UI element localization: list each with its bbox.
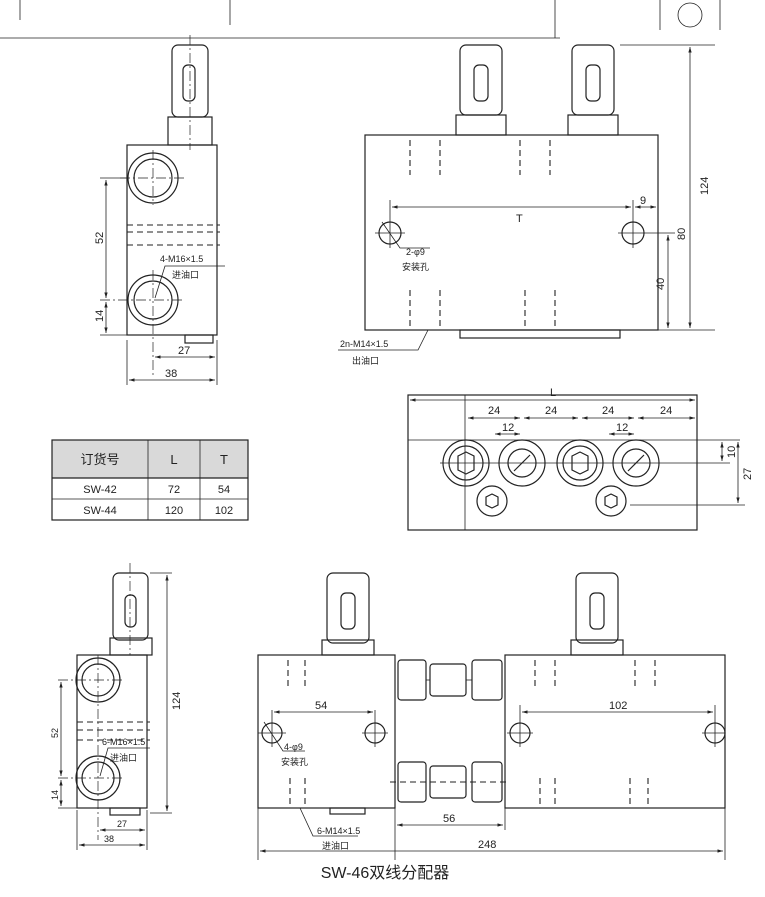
dim-left-spacing: 54 xyxy=(315,700,327,712)
side-view-single: 52 14 27 38 4-M16×1.5 进油口 xyxy=(94,35,225,385)
figure-caption: SW-46双线分配器 xyxy=(321,864,450,882)
port-name: 进油口 xyxy=(110,752,137,763)
dim-pitch-4: 24 xyxy=(660,405,672,417)
port-label: 6-M16×1.5 xyxy=(102,737,145,747)
order-table: 订货号 L T SW-42 72 54 SW-44 120 102 xyxy=(51,439,249,521)
hole-label: 2-φ9 xyxy=(406,247,425,257)
table-cell: 54 xyxy=(218,484,230,496)
side-view-double: 124 52 14 27 38 6-M16×1.5 进油口 xyxy=(50,563,183,850)
inlet-name: 进油口 xyxy=(322,840,349,851)
port-name: 进油口 xyxy=(172,269,199,280)
dim-pitch-1: 24 xyxy=(488,405,500,417)
table-cell: 120 xyxy=(165,505,183,517)
table-cell: 72 xyxy=(168,484,180,496)
dim-bottom: 14 xyxy=(50,790,60,800)
connector-upper xyxy=(397,659,503,701)
table-header-L: L xyxy=(170,452,177,467)
outlet-label: 2n-M14×1.5 xyxy=(340,339,388,349)
dim-depth: 27 xyxy=(742,468,754,480)
table-header-T: T xyxy=(220,452,228,467)
dim-spacing: 52 xyxy=(94,232,106,244)
front-view-single: T 9 80 40 124 2-φ9 安装孔 2n-M14×1.5 出油口 xyxy=(338,44,715,366)
dim-pitch-3: 24 xyxy=(602,405,614,417)
table-cell: 102 xyxy=(215,505,233,517)
table-cell: SW-44 xyxy=(83,505,116,517)
dim-total-length: 248 xyxy=(478,839,496,851)
plan-view: L 24 24 24 24 12 12 10 27 xyxy=(407,387,754,531)
dim-offset: 27 xyxy=(117,819,127,829)
hole-name: 安装孔 xyxy=(402,261,429,272)
dim-offset-2: 12 xyxy=(616,422,628,434)
port-label: 4-M16×1.5 xyxy=(160,254,203,264)
dim-T: T xyxy=(516,213,523,225)
dim-width: 38 xyxy=(104,834,114,844)
inlet-label: 6-M14×1.5 xyxy=(317,826,360,836)
front-view-double: 54 102 56 248 4-φ9 安装孔 6-M14×1.5 进油口 xyxy=(257,572,726,860)
cropped-top-drawing xyxy=(0,0,721,39)
dim-offset: 27 xyxy=(178,345,190,357)
connector-lower xyxy=(390,761,510,803)
dim-width: 38 xyxy=(165,368,177,380)
table-header-order-no: 订货号 xyxy=(80,452,119,467)
dim-pitch-2: 24 xyxy=(545,405,557,417)
table-cell: SW-42 xyxy=(83,484,116,496)
dim-right-spacing: 102 xyxy=(609,700,627,712)
hole-label: 4-φ9 xyxy=(284,742,303,752)
dim-total-height: 124 xyxy=(171,692,183,710)
outlet-name: 出油口 xyxy=(352,355,379,366)
dim-40: 40 xyxy=(655,278,667,290)
dim-edge: 9 xyxy=(640,195,646,207)
dim-bottom: 14 xyxy=(94,310,106,322)
dim-124: 124 xyxy=(699,177,711,195)
dim-row: 10 xyxy=(726,446,738,458)
dim-connector: 56 xyxy=(443,813,455,825)
hole-name: 安装孔 xyxy=(281,756,308,767)
dim-spacing: 52 xyxy=(50,728,60,738)
dim-80: 80 xyxy=(676,228,688,240)
dim-L: L xyxy=(550,387,556,399)
dim-offset-1: 12 xyxy=(502,422,514,434)
